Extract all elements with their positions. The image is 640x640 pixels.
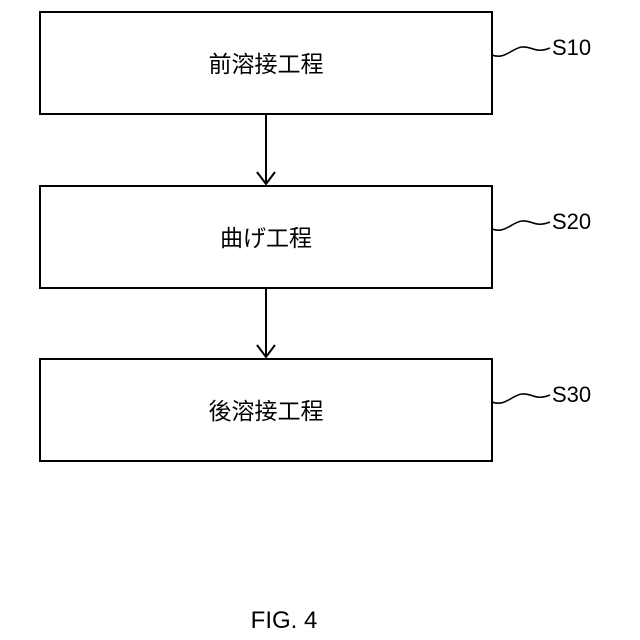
step-text: 曲げ工程 — [220, 226, 312, 252]
arrow-connector — [257, 114, 275, 184]
step-s10: 前溶接工程 — [40, 12, 492, 114]
step-text: 後溶接工程 — [209, 399, 324, 425]
figure-caption: FIG. 4 — [251, 607, 318, 634]
step-s30: 後溶接工程 — [40, 359, 492, 461]
step-text: 前溶接工程 — [209, 52, 324, 78]
step-label: S30 — [552, 382, 591, 407]
leader-line — [492, 221, 550, 230]
step-label: S20 — [552, 209, 591, 234]
step-label: S10 — [552, 35, 591, 60]
arrow-connector — [257, 288, 275, 357]
step-s20: 曲げ工程 — [40, 186, 492, 288]
leader-line — [492, 394, 550, 403]
leader-line — [492, 47, 550, 56]
